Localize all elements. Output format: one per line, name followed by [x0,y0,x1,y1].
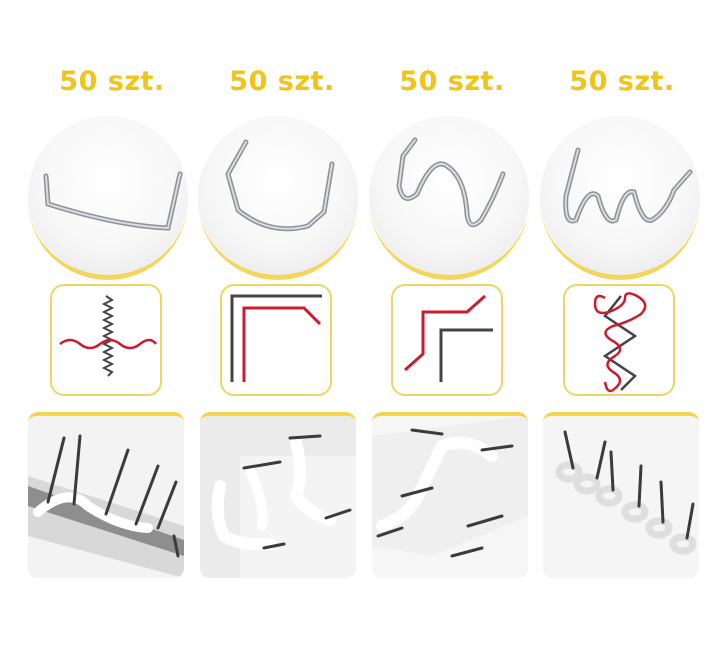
outside-corner-diagram-icon [391,284,503,396]
quantity-label-1: 50 szt. [59,66,165,97]
v-staple-icon [198,116,358,280]
double-wave-staple-icon [540,116,700,280]
flat-staple-icon [28,116,188,280]
zigzag-tab-diagram-icon [563,284,675,396]
outside-corner-repair-photo [372,412,528,578]
quantity-label-3: 50 szt. [399,66,505,97]
quantity-label-2: 50 szt. [229,66,335,97]
butt-joint-repair-photo [28,412,184,578]
wave-staple-icon [369,116,529,280]
inside-corner-repair-photo [200,412,356,578]
butt-joint-diagram-icon [50,284,162,396]
tab-repair-photo [543,412,699,578]
inside-corner-diagram-icon [220,284,332,396]
quantity-label-4: 50 szt. [569,66,675,97]
